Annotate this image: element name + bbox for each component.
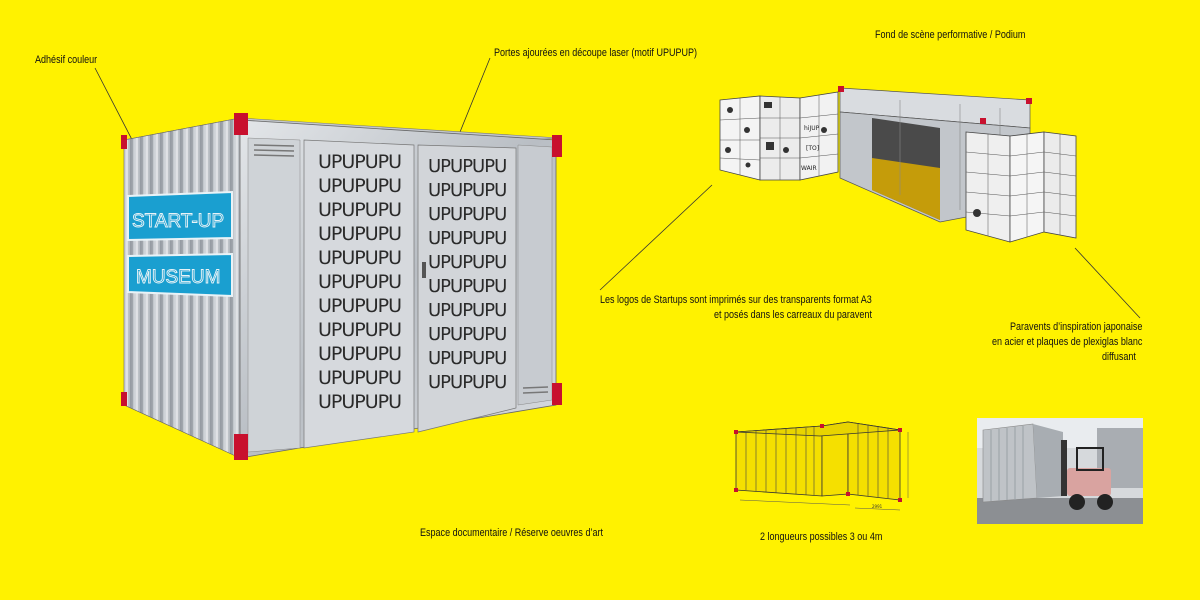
svg-text:UPUPUPU: UPUPUPU xyxy=(428,180,506,201)
container-drawing: 2991 xyxy=(734,421,909,511)
label-fond: Fond de scène performative / Podium xyxy=(875,29,1026,41)
svg-text:UPUPUPU: UPUPUPU xyxy=(318,319,401,341)
screen-logo-3: WAIR xyxy=(801,165,817,172)
svg-text:UPUPUPU: UPUPUPU xyxy=(318,223,401,245)
label-adhesif: Adhésif couleur xyxy=(35,54,98,66)
label-portes: Portes ajourées en découpe laser (motif … xyxy=(494,47,698,59)
label-logos-line2: et posés dans les carreaux du paravent xyxy=(714,309,872,321)
label-paravents-line2: en acier et plaques de plexiglas blanc xyxy=(992,336,1143,348)
svg-text:UPUPUPU: UPUPUPU xyxy=(318,295,401,317)
svg-text:UPUPUPU: UPUPUPU xyxy=(318,199,401,221)
door-pattern-right: UPUPUPU UPUPUPU UPUPUPU UPUPUPU UPUPUPU … xyxy=(428,156,507,393)
svg-text:UPUPUPU: UPUPUPU xyxy=(318,343,401,365)
svg-text:UPUPUPU: UPUPUPU xyxy=(318,247,401,269)
svg-text:UPUPUPU: UPUPUPU xyxy=(318,367,401,389)
main-container: UPUPUPU UPUPUPU UPUPUPU UPUPUPU UPUPUPU … xyxy=(121,113,562,460)
label-longueurs: 2 longueurs possibles 3 ou 4m xyxy=(760,531,883,543)
svg-text:UPUPUPU: UPUPUPU xyxy=(428,156,506,177)
museum-sign: START-UP MUSEUM xyxy=(127,190,233,298)
svg-text:UPUPUPU: UPUPUPU xyxy=(318,391,401,413)
label-espace: Espace documentaire / Réserve oeuvres d’… xyxy=(420,527,604,539)
svg-text:UPUPUPU: UPUPUPU xyxy=(428,348,506,369)
svg-text:UPUPUPU: UPUPUPU xyxy=(428,228,506,249)
door-pattern-left: UPUPUPU UPUPUPU UPUPUPU UPUPUPU UPUPUPU … xyxy=(318,151,402,413)
podium-container: hiJUP [TO] WAIR xyxy=(719,86,1077,243)
corner-castings xyxy=(121,113,562,460)
sign-line1: START-UP xyxy=(132,211,224,232)
svg-text:UPUPUPU: UPUPUPU xyxy=(428,300,506,321)
label-logos-line1: Les logos de Startups sont imprimés sur … xyxy=(600,294,872,306)
svg-text:UPUPUPU: UPUPUPU xyxy=(428,204,506,225)
screen-logo-2: [TO] xyxy=(806,145,819,152)
svg-text:UPUPUPU: UPUPUPU xyxy=(428,276,506,297)
screen-logo-1: hiJUP xyxy=(804,125,820,132)
svg-text:UPUPUPU: UPUPUPU xyxy=(318,175,401,197)
sign-line2: MUSEUM xyxy=(136,267,220,288)
svg-text:UPUPUPU: UPUPUPU xyxy=(428,324,506,345)
svg-text:UPUPUPU: UPUPUPU xyxy=(318,151,401,173)
svg-text:UPUPUPU: UPUPUPU xyxy=(318,271,401,293)
svg-text:UPUPUPU: UPUPUPU xyxy=(428,252,506,273)
dimension-label: 2991 xyxy=(872,504,883,509)
forklift-photo xyxy=(977,418,1143,524)
label-paravents-line3: diffusant xyxy=(1102,351,1136,363)
svg-text:UPUPUPU: UPUPUPU xyxy=(428,372,506,393)
label-paravents-line1: Paravents d’inspiration japonaise xyxy=(1010,321,1143,333)
